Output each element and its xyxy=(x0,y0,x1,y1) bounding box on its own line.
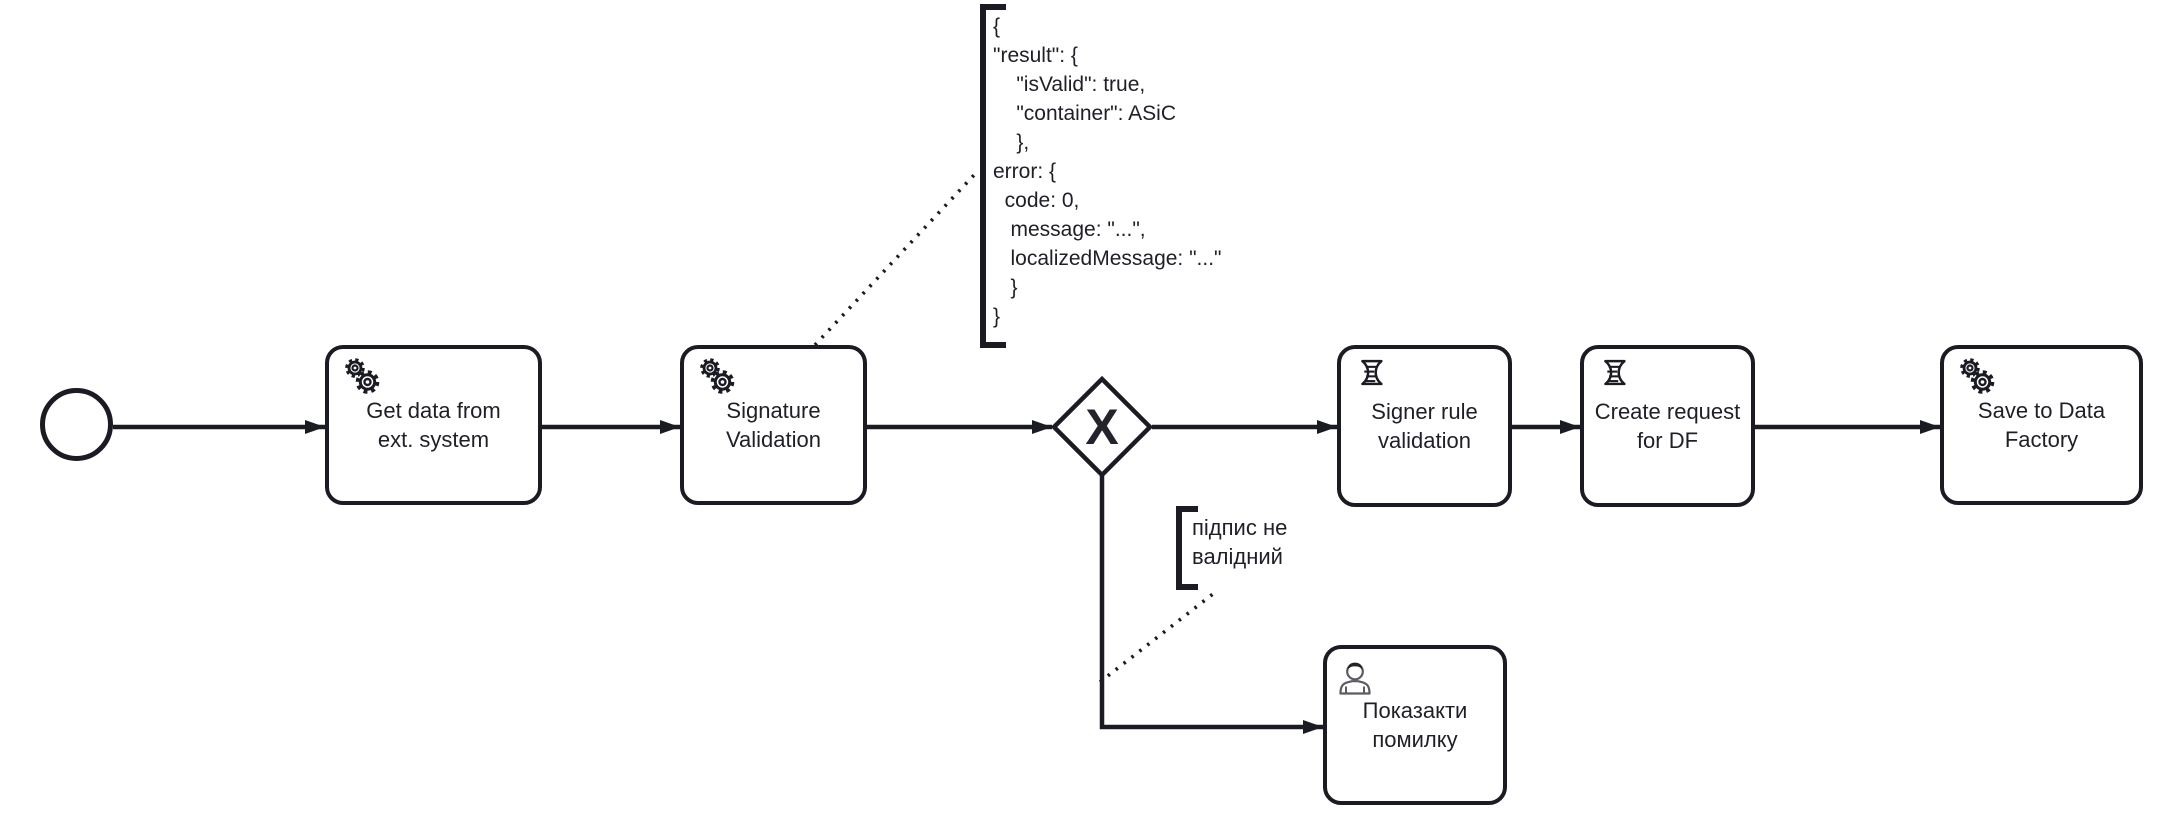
bracket-bar xyxy=(980,4,1006,10)
task-label: Save to Data Factory xyxy=(1977,398,2106,452)
service-gears-icon xyxy=(345,358,380,394)
script-icon xyxy=(1361,359,1383,386)
gateway-x-marker: X xyxy=(1085,399,1118,455)
bracket-bar xyxy=(1176,506,1198,512)
task-save-to-data-factory[interactable]: Save to Data Factory xyxy=(1940,345,2143,505)
task-label: Показакти помилку xyxy=(1362,698,1468,752)
task-label: Signer rule validation xyxy=(1371,399,1478,453)
start-event[interactable] xyxy=(40,388,113,461)
association-signature-validation-to-json-annotation[interactable] xyxy=(813,172,977,347)
text-annotation-invalid-signature[interactable]: підпис не валідний xyxy=(1176,506,1326,590)
task-signature-validation[interactable]: Signature Validation xyxy=(680,345,867,505)
bracket-bar xyxy=(1176,584,1198,590)
bracket-bar xyxy=(1176,506,1182,590)
task-label: Create request for DF xyxy=(1594,399,1741,453)
annotation-text: { "result": { "isValid": true, "containe… xyxy=(993,15,1222,328)
sequence-flow-gateway-to-show-error[interactable] xyxy=(1099,476,1323,734)
script-icon xyxy=(1604,359,1626,386)
service-gears-icon xyxy=(1960,358,1995,394)
annotation-text: підпис не валідний xyxy=(1192,515,1288,569)
task-create-request-for-df[interactable]: Create request for DF xyxy=(1580,345,1755,507)
text-annotation-json-result[interactable]: { "result": { "isValid": true, "containe… xyxy=(980,4,1280,348)
task-label: Get data from ext. system xyxy=(366,398,501,452)
bracket-bar xyxy=(980,4,986,348)
bracket-bar xyxy=(980,342,1006,348)
task-show-error[interactable]: Показакти помилку xyxy=(1323,645,1507,805)
gateway-diamond[interactable] xyxy=(1050,375,1154,479)
service-gears-icon xyxy=(700,358,735,394)
task-get-data-from-ext-system[interactable]: Get data from ext. system xyxy=(325,345,542,505)
user-icon xyxy=(1339,662,1371,695)
exclusive-gateway[interactable]: X xyxy=(1050,375,1154,479)
association-error-flow-to-text-annotation[interactable] xyxy=(1098,588,1220,684)
task-label: Signature Validation xyxy=(726,398,821,452)
task-signer-rule-validation[interactable]: Signer rule validation xyxy=(1337,345,1512,507)
